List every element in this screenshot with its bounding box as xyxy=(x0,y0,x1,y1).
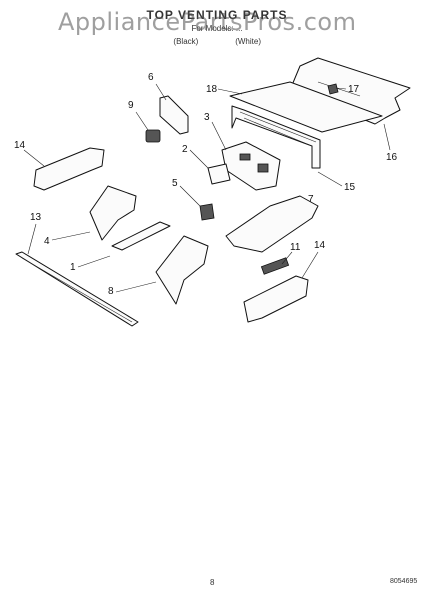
color-black-label: (Black) xyxy=(173,37,199,46)
part-1-strip[interactable] xyxy=(111,221,171,251)
color-variants: (Black) (White) xyxy=(0,37,434,46)
callout-3[interactable]: 3 xyxy=(204,112,210,123)
callout-8[interactable]: 8 xyxy=(108,286,114,297)
callout-16[interactable]: 16 xyxy=(386,152,398,163)
callout-1[interactable]: 1 xyxy=(70,262,76,273)
callout-11[interactable]: 11 xyxy=(290,242,301,253)
part-3-blower-assembly[interactable] xyxy=(221,141,281,191)
callout-9[interactable]: 9 xyxy=(128,100,134,111)
part-5-thermostat[interactable] xyxy=(199,203,215,221)
callout-6[interactable]: 6 xyxy=(148,72,154,83)
part-4-duct[interactable] xyxy=(89,185,137,241)
models-line: For Models: ... xyxy=(191,24,243,33)
part-2-block[interactable] xyxy=(207,163,231,185)
part-7-plate[interactable] xyxy=(225,195,319,253)
part-8-duct-bracket[interactable] xyxy=(155,235,209,305)
part-11-connector[interactable] xyxy=(260,257,290,275)
part-14-left-bracket[interactable] xyxy=(33,147,105,191)
callout-5[interactable]: 5 xyxy=(172,178,178,189)
callout-18[interactable]: 18 xyxy=(206,84,218,95)
part-15-vent-channel[interactable] xyxy=(231,105,321,169)
callout-14-right[interactable]: 14 xyxy=(314,240,326,251)
callout-15[interactable]: 15 xyxy=(344,182,356,193)
page-number: 8 xyxy=(210,578,215,587)
color-white-label: (White) xyxy=(235,37,261,46)
callout-13[interactable]: 13 xyxy=(30,212,42,223)
callout-14-left[interactable]: 14 xyxy=(14,140,26,151)
part-6-bracket[interactable] xyxy=(159,95,189,135)
callout-4[interactable]: 4 xyxy=(44,236,50,247)
callout-7[interactable]: 7 xyxy=(308,194,314,205)
part-9-switch[interactable] xyxy=(145,129,161,143)
document-number: 8054695 xyxy=(390,578,418,585)
part-14-right-bracket[interactable] xyxy=(243,275,309,323)
callout-17[interactable]: 17 xyxy=(348,84,360,95)
part-17-clip[interactable] xyxy=(327,83,339,95)
part-18-plate[interactable] xyxy=(229,81,383,133)
page-title: TOP VENTING PARTS xyxy=(146,8,288,22)
callout-2[interactable]: 2 xyxy=(182,144,188,155)
callouts: 1 2 3 4 5 6 7 8 9 11 13 14 14 15 xyxy=(14,72,398,297)
